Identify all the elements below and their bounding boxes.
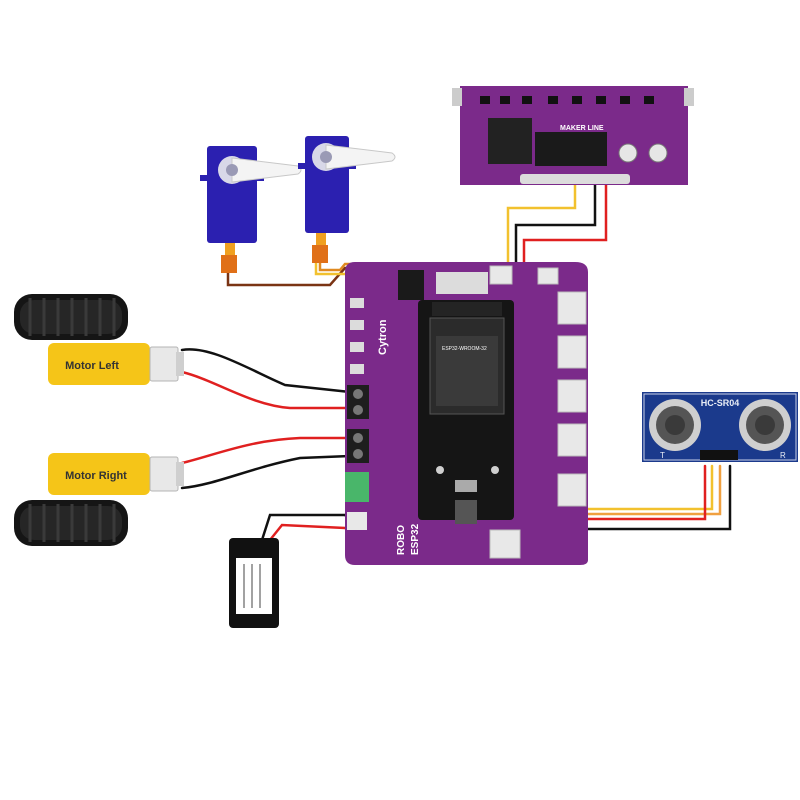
motor-right-wire-red <box>180 436 352 465</box>
wheel-top <box>14 294 128 340</box>
ultrasonic-wire-yellow <box>553 464 714 511</box>
board-name-line1: ROBO <box>396 525 407 555</box>
motor-right-label: Motor Right <box>65 470 127 482</box>
motor-left-wire-red <box>180 370 352 410</box>
motor-right: Motor Right <box>48 453 184 495</box>
lipo-battery <box>229 538 279 628</box>
line-sensor-wire-yellow <box>506 170 577 276</box>
motor-left-wire-black <box>180 348 352 394</box>
line-sensor-board: MAKER LINE <box>452 86 694 185</box>
board-name-line2: ESP32 <box>410 523 421 555</box>
line-sensor-wire-red <box>522 170 608 276</box>
line-sensor-wire-black <box>514 170 597 276</box>
ultrasonic-sensor: HC-SR04 T R <box>642 392 798 462</box>
ultrasonic-wire-orange <box>553 464 722 516</box>
robo-esp32-board: ESP32-WROOM-32 Cytron ROBO ESP32 <box>345 262 588 565</box>
servo-right <box>298 136 396 263</box>
ultrasonic-label: HC-SR04 <box>701 398 740 408</box>
ultrasonic-wire-red <box>553 464 707 521</box>
esp32-module-label: ESP32-WROOM-32 <box>442 346 487 352</box>
ultrasonic-mark-r: R <box>780 451 786 460</box>
board-brand: Cytron <box>377 319 389 355</box>
wheel-bottom <box>14 500 128 546</box>
servo-left <box>200 146 302 273</box>
line-sensor-label: MAKER LINE <box>560 125 604 132</box>
motor-left-label: Motor Left <box>65 360 119 372</box>
ultrasonic-mark-t: T <box>660 451 665 460</box>
battery-wire-red <box>268 523 354 542</box>
ultrasonic-wire-black <box>553 464 732 531</box>
wires <box>180 170 732 542</box>
motor-right-wire-black <box>180 454 352 490</box>
motor-left: Motor Left <box>48 343 184 385</box>
